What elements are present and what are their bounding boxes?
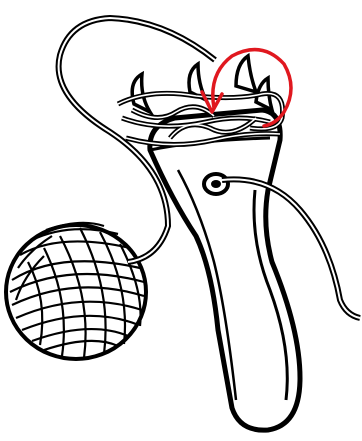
- spool-knitter-icon: [118, 56, 360, 430]
